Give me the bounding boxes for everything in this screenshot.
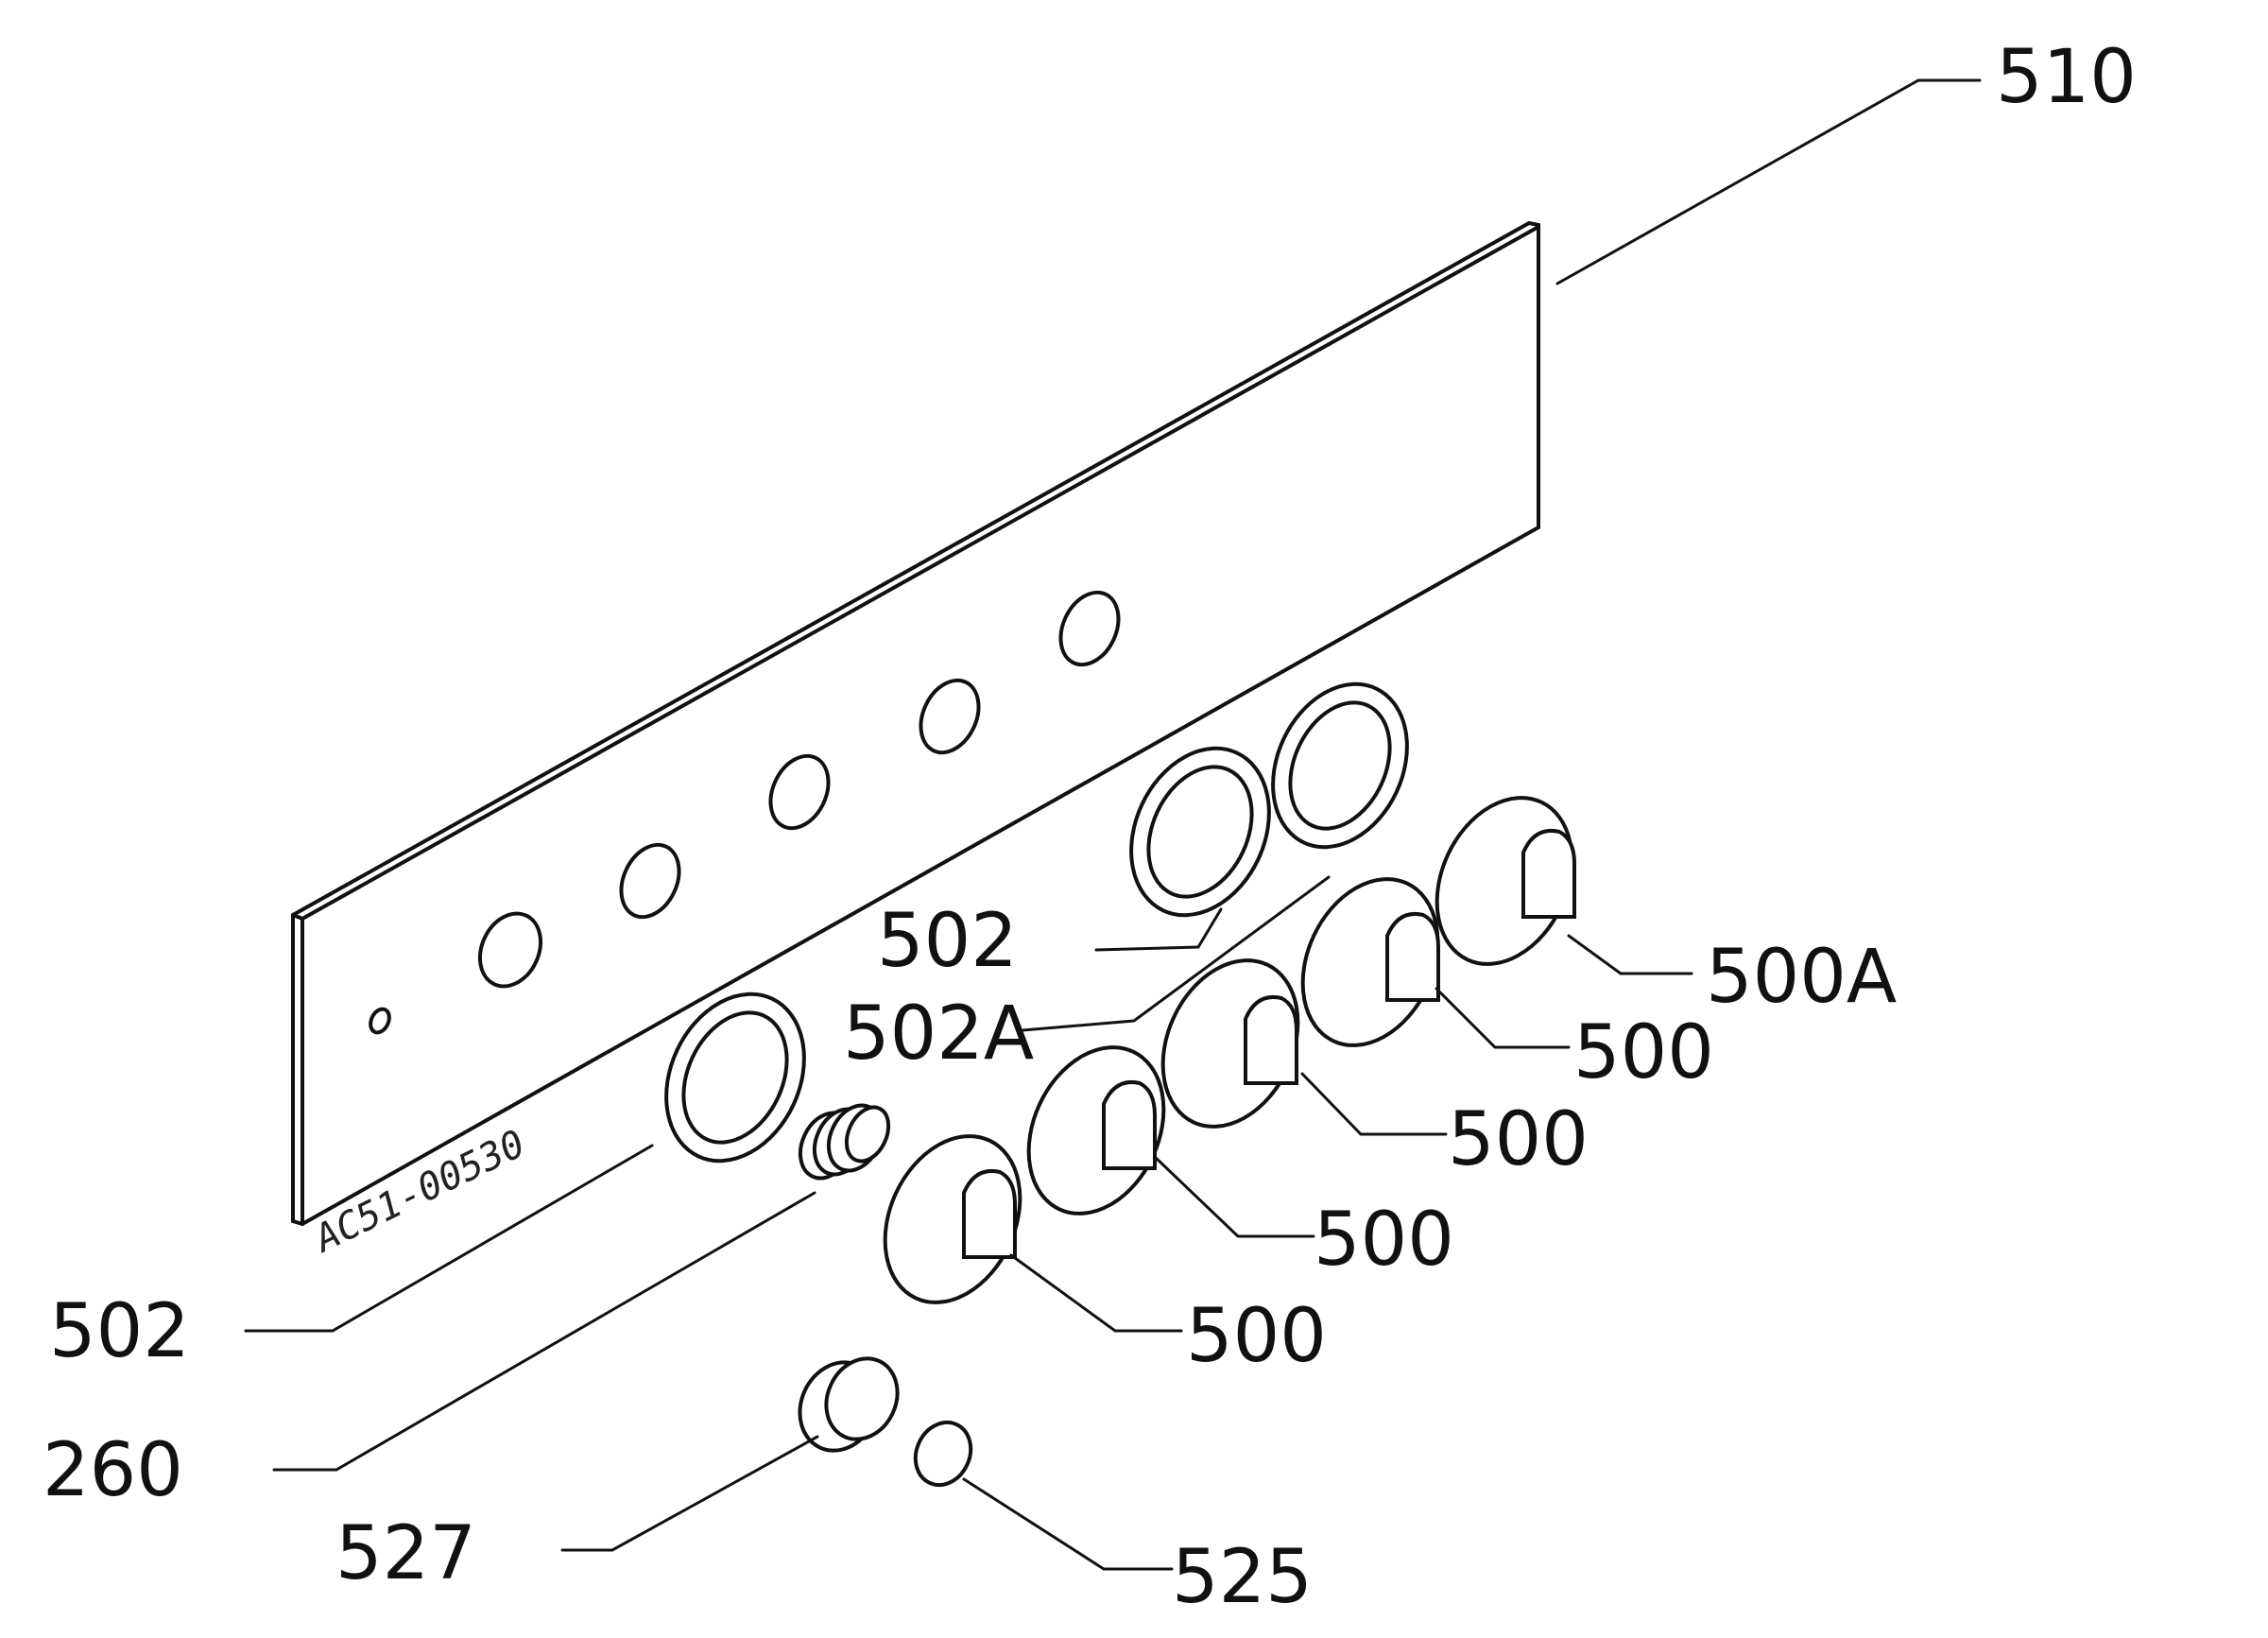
label-500-4: 500 — [1573, 1010, 1714, 1095]
label-525: 525 — [1172, 1535, 1313, 1620]
label-502-lower: 502 — [49, 1289, 190, 1374]
panel-hole — [1058, 590, 1121, 667]
panel-hole — [919, 678, 981, 755]
knob-500-1 — [883, 1134, 1022, 1304]
spring-260 — [798, 1103, 891, 1181]
part-labels: 510 502 502A 502 260 500A 500 500 500 50… — [43, 35, 2137, 1620]
leader-lines — [244, 78, 1982, 1571]
knob-500-3 — [1160, 958, 1300, 1129]
control-panel: AC51-00530 — [291, 220, 1540, 1262]
label-500-3: 500 — [1448, 1097, 1589, 1182]
label-502-upper: 502 — [877, 899, 1018, 984]
label-502a: 502A — [843, 991, 1034, 1077]
panel-hole — [477, 911, 543, 989]
label-510: 510 — [1996, 35, 2137, 120]
knob-500-2 — [1026, 1045, 1166, 1216]
label-260: 260 — [43, 1428, 183, 1513]
label-500-1: 500 — [1186, 1294, 1327, 1379]
label-500a: 500A — [1706, 935, 1897, 1020]
panel-hole-small — [369, 1007, 391, 1035]
ring-502-upper — [1129, 746, 1271, 918]
insert-525 — [913, 1420, 973, 1488]
ring-502a — [1271, 681, 1409, 850]
label-500-2: 500 — [1314, 1198, 1454, 1283]
panel-hole — [619, 842, 681, 920]
knob-500a — [1435, 796, 1576, 966]
cap-527 — [798, 1356, 900, 1453]
label-527: 527 — [335, 1511, 476, 1596]
panel-hole — [768, 753, 831, 831]
ring-502-lower — [664, 991, 806, 1164]
knob-500-4 — [1300, 877, 1440, 1047]
